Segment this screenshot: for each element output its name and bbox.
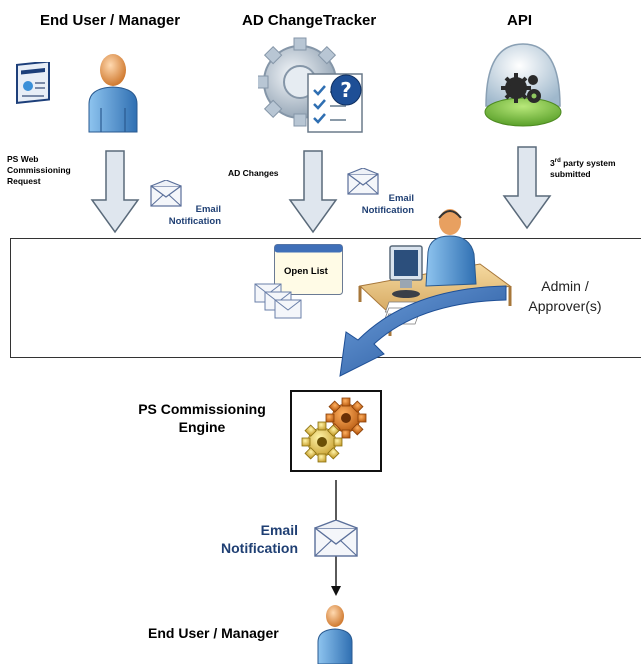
down-arrow-end-user <box>90 150 140 234</box>
ad-changetracker-icon: ? <box>258 34 370 134</box>
third-party-label: 3rd party system submitted <box>550 157 616 179</box>
admin-approver-label: Admin / Approver(s) <box>528 278 602 314</box>
header-ad-changetracker: AD ChangeTracker <box>242 12 377 29</box>
curved-arrow-to-engine <box>300 280 520 386</box>
engine-gear-box <box>290 390 382 472</box>
envelope-stack-icon <box>253 282 309 322</box>
open-list-window: Open List <box>274 244 344 296</box>
envelope-icon <box>314 520 360 558</box>
header-end-user: End User / Manager <box>40 12 181 29</box>
open-list-title: Open List <box>284 266 328 277</box>
down-arrow-api <box>502 146 552 230</box>
ad-changes-label: AD Changes <box>228 168 279 178</box>
ps-web-request-label: PS Web Commissioning Request <box>7 154 71 186</box>
email-notification-label-2: Email Notification <box>361 193 414 216</box>
down-arrow-ad-changes <box>288 150 338 234</box>
email-notification-label-3: Email Notification <box>221 522 298 556</box>
api-dome-icon <box>478 36 568 128</box>
end-user-person-icon <box>85 52 141 134</box>
header-api: API <box>507 12 533 29</box>
final-end-user-label: End User / Manager <box>148 625 279 641</box>
web-page-icon <box>16 62 52 106</box>
final-user-person-icon <box>315 604 355 664</box>
engine-label: PS Commissioning Engine <box>138 401 266 435</box>
envelope-icon <box>150 180 184 208</box>
svg-text:?: ? <box>340 78 352 102</box>
envelope-icon <box>347 168 381 196</box>
email-notification-label-1: Email Notification <box>168 204 221 227</box>
